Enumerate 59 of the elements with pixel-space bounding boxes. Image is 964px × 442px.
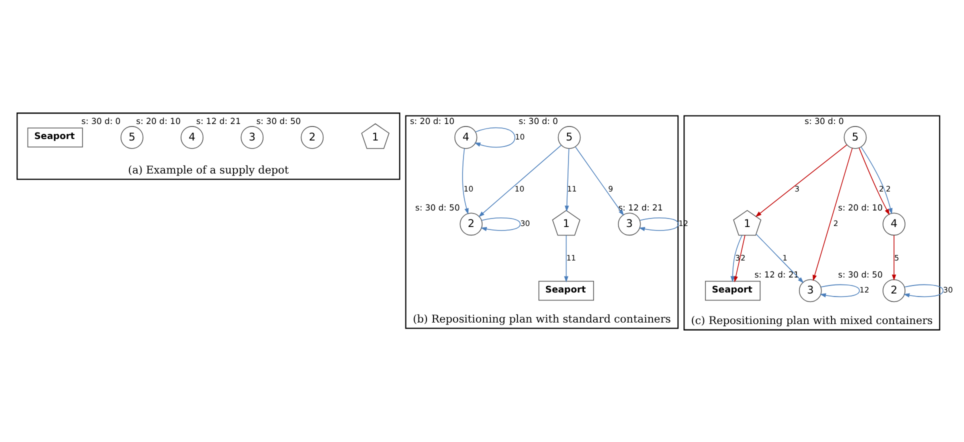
arrow: [734, 234, 746, 282]
edge-label: 11: [566, 253, 576, 262]
node-label: s: 20 d: 10: [838, 202, 883, 212]
node-circle: 4: [454, 126, 478, 148]
node-label: s: 20 d: 10: [410, 116, 454, 126]
node-label: s: 30 d: 0: [804, 116, 844, 126]
node-circle: 2: [460, 212, 483, 236]
node-circle: 4: [180, 126, 204, 148]
arrow: [564, 234, 568, 282]
arrow: [820, 284, 860, 297]
arrow: [462, 148, 469, 214]
node-circle: 3: [798, 278, 822, 302]
node-box: Seaport: [27, 127, 83, 147]
node-circle: 3: [618, 212, 641, 236]
edge-label: 3: [735, 253, 740, 262]
node-label: s: 30 d: 50: [415, 202, 460, 212]
edge-label: 3: [794, 184, 800, 193]
edge-label: 2: [740, 253, 746, 262]
node-label: s: 30 d: 50: [256, 116, 301, 126]
arrow: [474, 126, 516, 148]
arrow: [638, 217, 679, 231]
arrow: [480, 217, 521, 231]
arrow: [903, 284, 944, 297]
node-label: s: 30 d: 0: [518, 116, 558, 126]
arrow: [575, 146, 624, 216]
arrow: [564, 148, 570, 212]
arrow: [730, 234, 742, 282]
edge-label: 30: [520, 218, 530, 228]
node-label: s: 12 d: 21: [196, 116, 241, 126]
node-label: s: 20 d: 10: [136, 116, 181, 126]
edge-label: 5: [894, 253, 900, 262]
node-circle: 5: [120, 126, 144, 148]
node-circle: 2: [882, 278, 906, 302]
edge-label: 30: [943, 285, 953, 294]
node-circle: 4: [882, 212, 906, 236]
node-label: s: 30 d: 50: [838, 268, 883, 279]
edge-label: 1: [782, 253, 788, 262]
edge-label: 2: [833, 218, 838, 228]
arrow: [812, 147, 853, 281]
node-label: s: 30 d: 0: [81, 116, 121, 126]
edge-label: 9: [608, 184, 614, 193]
edge-label: 11: [567, 184, 577, 193]
node-circle: 5: [558, 126, 581, 148]
edge-label: 10: [514, 184, 524, 193]
edge-label: 2: [879, 184, 884, 193]
node-box: Seaport: [705, 280, 761, 300]
edge-label: 12: [860, 285, 870, 294]
edge-label: 2: [886, 184, 891, 193]
node-box: Seaport: [538, 280, 594, 300]
arrow: [756, 233, 804, 283]
edge-label: 10: [515, 132, 525, 141]
arrow: [478, 144, 562, 217]
node-circle: 3: [240, 126, 264, 148]
arrow: [755, 144, 848, 216]
arrow: [892, 234, 896, 280]
node-circle: 5: [844, 126, 867, 148]
node-label: s: 12 d: 21: [618, 202, 663, 212]
node-circle: 2: [300, 126, 324, 148]
edge-label: 10: [464, 184, 474, 193]
